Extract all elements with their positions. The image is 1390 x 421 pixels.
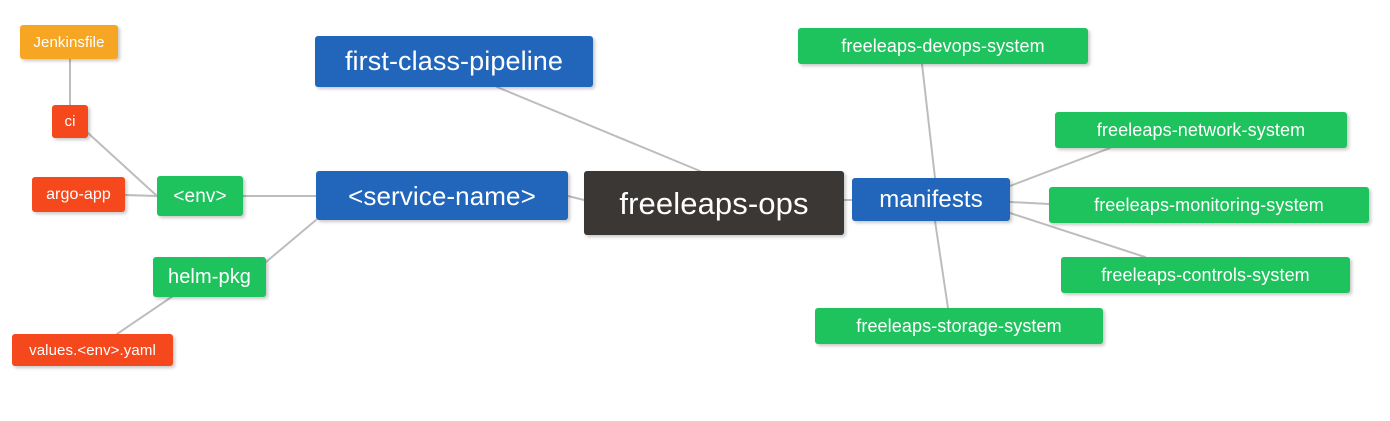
edge-service-name-to-freeleaps-ops [567,195,585,201]
node-ci[interactable]: ci [52,105,88,138]
edge-manifests-to-monitoring-system [1009,201,1050,205]
node-freeleaps-ops[interactable]: freeleaps-ops [584,171,844,235]
node-helm-pkg[interactable]: helm-pkg [153,257,266,297]
node-values-yaml[interactable]: values.<env>.yaml [12,334,173,366]
edge-manifests-to-network-system [1009,147,1111,187]
node-controls-system[interactable]: freeleaps-controls-system [1061,257,1350,293]
node-network-system[interactable]: freeleaps-network-system [1055,112,1347,148]
node-service-name[interactable]: <service-name> [316,171,568,220]
node-devops-system[interactable]: freeleaps-devops-system [798,28,1088,64]
edge-first-class-pipeline-to-freeleaps-ops [496,86,701,172]
node-argo-app[interactable]: argo-app [32,177,125,212]
node-env[interactable]: <env> [157,176,243,216]
node-manifests[interactable]: manifests [852,178,1010,221]
edge-manifests-to-storage-system [934,220,949,309]
edge-helm-pkg-to-values-yaml [116,295,174,335]
edge-argo-app-to-env [124,194,158,197]
node-monitoring-system[interactable]: freeleaps-monitoring-system [1049,187,1369,223]
edge-service-name-to-helm-pkg [265,219,317,263]
edge-manifests-to-devops-system [921,63,936,179]
node-first-class-pipeline[interactable]: first-class-pipeline [315,36,593,87]
node-jenkinsfile[interactable]: Jenkinsfile [20,25,118,59]
node-storage-system[interactable]: freeleaps-storage-system [815,308,1103,344]
